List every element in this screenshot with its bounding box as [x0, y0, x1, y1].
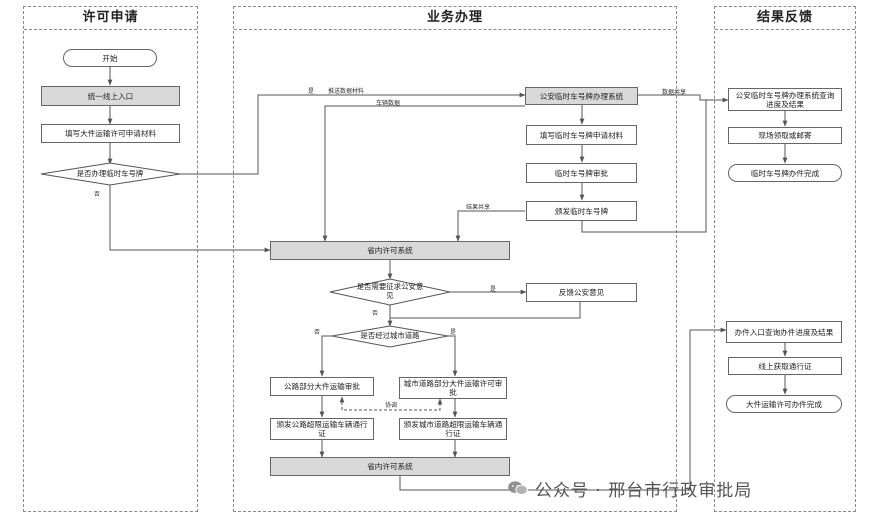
edge-label-plate-info: 车辆数据 — [376, 100, 401, 107]
edge-issue-provincial — [455, 210, 525, 242]
diamond-city-road — [331, 325, 449, 348]
node-police-query: 公安临时车号牌办理系统查询进度及结果 — [728, 88, 842, 111]
diamond-police-opinion — [329, 278, 451, 306]
decision-police-opinion-text: 是否需要征求公安意见 — [356, 282, 424, 300]
node-transport-done: 大件运输许可办件完成 — [726, 395, 842, 413]
watermark-text: 公众号 · 邢台市行政审批局 — [535, 480, 753, 501]
node-highway-approval: 公路部分大件运输审批 — [270, 377, 374, 396]
edge-police-provincial — [322, 105, 525, 242]
node-fill-permit-form: 填写大件运输许可申请材料 — [41, 124, 180, 143]
node-issue-highway-permit: 颁发公路超限运输车辆通行证 — [270, 418, 374, 440]
watermark: 公众号 · 邢台市行政审批局 — [507, 476, 753, 501]
edge-label-data-share: 数据共享 — [662, 89, 687, 96]
edge-end-query — [399, 327, 727, 491]
edge-feedback-return — [390, 302, 581, 319]
edge-label-yes-opinion: 是 — [490, 286, 497, 293]
lane-title-result-feedback: 结果反馈 — [715, 7, 855, 30]
node-police-plate-system: 公安临时车号牌办理系统 — [525, 87, 638, 105]
node-issue-plate: 颁发临时车号牌 — [526, 201, 637, 221]
edge-decision-no-provincial — [109, 184, 271, 253]
lane-title-business-handling: 业务办理 — [234, 7, 676, 30]
edge-coordinate — [339, 396, 443, 411]
edge-label-yes-top: 是 — [308, 88, 315, 95]
node-plate-approval: 临时车号牌审批 — [526, 163, 637, 183]
node-police-feedback: 反馈公安意见 — [526, 283, 637, 302]
edge-label-no-left: 否 — [94, 191, 101, 198]
node-city-road-approval: 城市道路部分大件运输许可审批 — [399, 377, 507, 399]
lane-title-permit-application: 许可申请 — [24, 7, 197, 30]
node-provincial-system: 省内许可系统 — [270, 241, 510, 260]
edge-label-push-material: 推送数据材料 — [328, 88, 365, 95]
edge-police-query — [638, 94, 729, 103]
edge-decision-yes-police — [180, 92, 526, 175]
decision-city-road-text: 是否经过城市道路 — [360, 330, 420, 340]
edge-label-no-opinion: 否 — [372, 310, 379, 317]
edge-label-yes-city: 是 — [450, 329, 457, 336]
edge-label-no-city: 否 — [314, 329, 321, 336]
node-unified-entry: 统一线上入口 — [41, 86, 180, 106]
edge-label-result-share: 结果共享 — [466, 204, 491, 211]
node-plate-done: 临时车号牌办件完成 — [728, 164, 842, 182]
edge-issue-right — [581, 100, 707, 233]
wechat-icon — [508, 481, 528, 495]
node-query-progress: 办件入口查询办件进度及结果 — [726, 321, 842, 343]
node-start: 开始 — [63, 49, 157, 67]
node-issue-city-permit: 颁发城市道路超限运输车辆通行证 — [399, 418, 507, 440]
node-online-permit: 线上获取通行证 — [728, 357, 842, 375]
lane-result-feedback: 结果反馈 — [714, 6, 856, 512]
node-provincial-system-end: 省内许可系统 — [270, 457, 510, 476]
diamond-temp-plate — [40, 162, 181, 186]
lane-permit-application: 许可申请 — [23, 6, 198, 512]
decision-temp-plate-text: 是否办理临时车号牌 — [76, 168, 144, 178]
edge-city-yes-cityapproval — [448, 335, 458, 377]
lane-business-handling: 业务办理 — [233, 6, 677, 512]
edge-city-no-highway — [319, 335, 332, 377]
edge-label-coordinate: 协调 — [385, 402, 398, 409]
node-onsite-pickup: 现场领取或邮寄 — [728, 127, 842, 144]
node-fill-plate-form: 填写临时车号牌申请材料 — [526, 125, 637, 145]
